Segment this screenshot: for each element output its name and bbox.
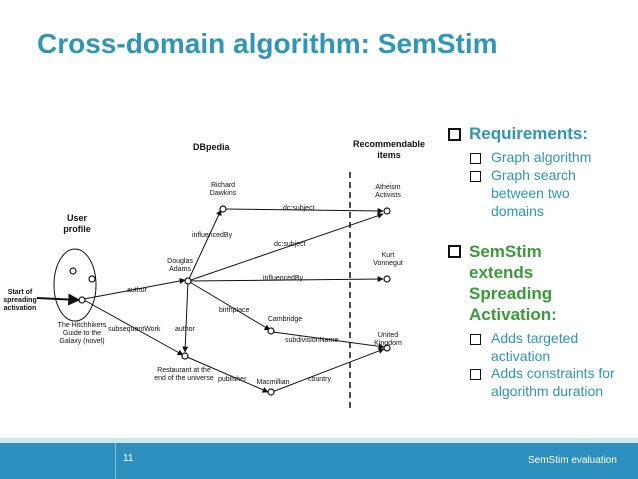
footer-bar (0, 443, 638, 479)
user-profile-ellipse (53, 248, 97, 322)
checkbox-icon (448, 245, 461, 258)
edge-label-dcsubject-1: dc:subject (283, 205, 315, 212)
edge-label-country: country (308, 376, 331, 383)
edge-label-author: author (127, 287, 147, 294)
edge-label-subsequent: subsequentWork (108, 326, 161, 333)
edge-subsequent (83, 299, 184, 356)
uk-node (383, 344, 391, 352)
edge-label-publisher: publisher (218, 376, 247, 383)
profile-node-1 (69, 267, 77, 275)
start-label: Start of spreading activation (3, 289, 37, 312)
vonnegut-node (383, 275, 391, 283)
edge-country (271, 348, 385, 393)
edge-dcsubject-atheism-2 (187, 212, 384, 282)
cambridge-label: Cambridge (267, 316, 303, 323)
macmillian-node (267, 388, 275, 396)
edge-publisher (186, 356, 269, 393)
edge-label-birthplace: birthplace (219, 307, 250, 314)
page-number: 11 (123, 453, 134, 464)
restaurant-label: Restaurant at the end of the universe (154, 367, 214, 382)
checkbox-icon (470, 369, 481, 380)
edge-birthplace (187, 280, 271, 331)
hitchhikers-label: The Hitchhikers Guide to the Galaxy (nov… (57, 322, 107, 345)
cambridge-node (267, 327, 275, 335)
edge-label-author-2: author (175, 326, 195, 333)
douglas-label: Douglas Adams (167, 258, 193, 273)
douglas-node (184, 277, 192, 285)
atheism-label: Atheism Activists (375, 184, 401, 199)
requirements-heading: Requirements: (469, 124, 589, 143)
footer-stripe (0, 438, 638, 444)
user-profile-header: User profile (63, 213, 91, 234)
edge-influenced-vonnegut (187, 276, 384, 283)
sem-item-2: Adds constraints for algorithm duration (491, 365, 615, 399)
edge-label-influenced-1: influencedBy (192, 232, 233, 239)
dawkins-label: Richard Dawkins (209, 182, 237, 197)
edge-label-dcsubject-2: dc:subject (274, 241, 306, 248)
profile-node-2 (88, 275, 96, 283)
semstim-heading: SemStim extends Spreading Activation: (469, 242, 557, 324)
macmillian-label: Macmillian (256, 379, 290, 386)
dawkins-node (219, 205, 227, 213)
vonnegut-label: Kurt Vonnegut (373, 252, 403, 267)
edge-dcsubject-atheism (224, 207, 384, 214)
hitchhikers-node (78, 296, 86, 304)
edge-author-restaurant (182, 280, 189, 353)
recommendable-header: Recommendable items (352, 139, 426, 160)
edge-author-douglas (83, 278, 186, 300)
edge-subdivision (272, 331, 385, 350)
checkbox-icon (448, 128, 461, 141)
restaurant-node (181, 352, 189, 360)
sem-item-1: Adds targeted activation (491, 330, 579, 364)
checkbox-icon (470, 153, 481, 164)
uk-label: United Kingdom (374, 332, 402, 347)
edge-label-influenced-2: influencedBy (263, 275, 304, 282)
atheism-node (383, 207, 391, 215)
start-arrow (36, 293, 81, 306)
dbpedia-header: DBpedia (193, 142, 230, 152)
slide-title: Cross-domain algorithm: SemStim (37, 28, 498, 59)
footer-divider (115, 443, 116, 479)
edge-influenced-dawkins (187, 209, 222, 282)
checkbox-icon (470, 334, 481, 345)
checkbox-icon (470, 171, 481, 182)
req-item-2: Graph search between two domains (491, 167, 576, 219)
edge-label-subdivision: subdivisionName (285, 337, 339, 344)
semstim-diagram (36, 172, 391, 408)
req-item-1: Graph algorithm (491, 149, 592, 165)
footer-label: SemStim evaluation (528, 455, 617, 466)
